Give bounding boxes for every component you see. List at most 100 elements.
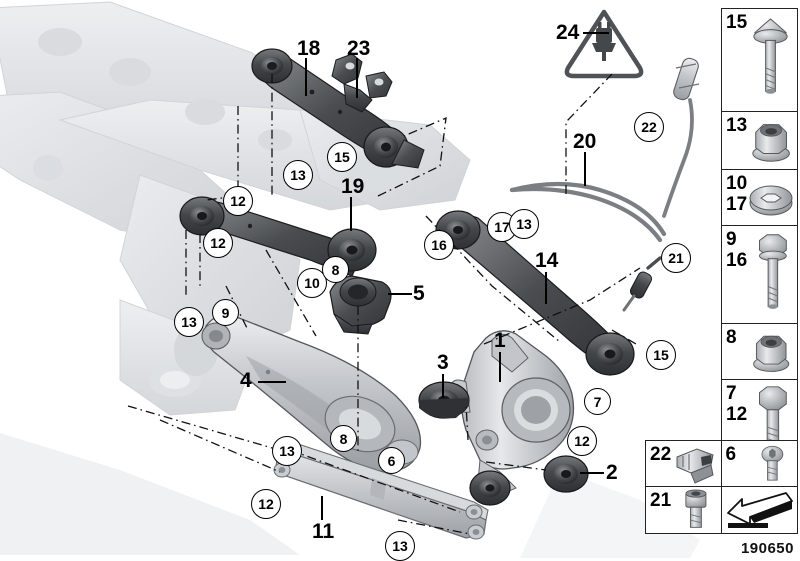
leader-line-24: [583, 32, 609, 34]
legend-label: 9: [726, 229, 737, 250]
cable-clip-icon: [672, 442, 720, 485]
legend-box-21[interactable]: 21: [645, 487, 722, 534]
legend-label: 21: [650, 490, 672, 511]
part-20-sensor-cable: [509, 181, 667, 243]
part-21-sensor-plug: [622, 256, 662, 312]
legend-box-13[interactable]: 13: [721, 112, 798, 170]
circled-callout-8: 8: [322, 256, 349, 283]
flange-bolt-long-icon: [747, 9, 795, 111]
direction-arrow-icon: [724, 488, 796, 532]
legend-box-labels: 8: [726, 327, 737, 348]
circled-callout-12: 12: [567, 426, 597, 456]
parts-legend-subgrid: 22 6 21: [645, 440, 798, 534]
callout-number-4: 4: [240, 369, 252, 392]
part-23-bracket: [331, 53, 393, 113]
circled-callout-12: 12: [223, 186, 253, 216]
legend-label: 8: [726, 327, 737, 348]
legend-box-6[interactable]: 6: [721, 440, 798, 487]
callout-number-18: 18: [297, 37, 321, 60]
part-lower-bushing-left: [469, 470, 511, 506]
hex-bolt-long-icon: [747, 380, 795, 475]
callout-number-14: 14: [535, 249, 559, 272]
electrical-plug-icon: [592, 22, 616, 61]
circled-callout-13: 13: [174, 307, 204, 337]
legend-label: 16: [726, 250, 748, 271]
legend-box-direction-arrow[interactable]: [721, 487, 798, 534]
leader-line-14: [545, 272, 547, 304]
legend-box-labels: 6: [726, 445, 737, 464]
callout-number-1: 1: [494, 329, 506, 352]
callout-number-23: 23: [347, 37, 371, 60]
legend-label: 6: [725, 444, 737, 465]
legend-box-labels: 22: [650, 445, 671, 464]
hex-flange-bolt-icon: [747, 226, 795, 323]
circled-callout-12: 12: [203, 228, 233, 258]
leader-line-2: [580, 472, 604, 474]
legend-label: 12: [726, 404, 748, 425]
torx-bolt-short-icon: [748, 442, 796, 485]
callout-number-5: 5: [413, 282, 425, 305]
callout-number-20: 20: [573, 130, 597, 153]
leader-line-3: [442, 374, 444, 398]
circled-callout-21: 21: [661, 243, 691, 273]
legend-box-22[interactable]: 22: [645, 440, 722, 487]
legend-label: 22: [650, 444, 672, 465]
legend-label: 10: [726, 173, 748, 194]
circled-callout-13: 13: [385, 531, 415, 561]
legend-box-15[interactable]: 15: [721, 8, 798, 112]
circled-callout-9: 9: [212, 299, 239, 326]
diagram-id: 190650: [740, 540, 794, 557]
legend-label: 13: [726, 115, 748, 136]
circled-callout-15: 15: [646, 340, 676, 370]
part-18-upper-arm: [251, 48, 425, 169]
leader-line-5: [388, 293, 412, 295]
leader-line-23: [356, 58, 358, 98]
legend-box-labels: 15: [726, 12, 747, 33]
legend-box-labels: 13: [726, 115, 747, 136]
flange-nut-icon: [747, 112, 795, 169]
callout-number-24: 24: [556, 21, 580, 44]
leader-line-20: [584, 152, 586, 186]
callout-number-2: 2: [606, 461, 618, 484]
legend-box-labels: 21: [650, 491, 671, 510]
flange-nut-icon: [747, 324, 795, 379]
circled-callout-12: 12: [251, 489, 281, 519]
circled-callout-13: 13: [283, 160, 313, 190]
circled-callout-8: 8: [330, 425, 357, 452]
part-24-warning-triangle: [564, 9, 644, 79]
part-3-bushing: [418, 381, 470, 419]
circled-callout-15: 15: [327, 142, 357, 172]
part-19-camber-arm: [179, 196, 377, 277]
leader-line-18: [305, 58, 307, 96]
legend-box-8[interactable]: 8: [721, 324, 798, 380]
circled-callout-7: 7: [584, 388, 611, 415]
leader-line-11: [321, 496, 323, 520]
washer-disc-icon: [747, 170, 795, 225]
callout-number-3: 3: [437, 351, 449, 374]
socket-head-bolt-icon: [672, 488, 720, 532]
callout-number-11: 11: [312, 520, 335, 543]
reference-lines: [127, 73, 641, 535]
part-2-bushing: [543, 455, 589, 493]
circled-callout-16: 16: [424, 230, 454, 260]
circled-callout-22: 22: [634, 112, 664, 142]
legend-label: 17: [726, 194, 748, 215]
circled-callout-13: 13: [509, 209, 539, 239]
legend-label: 7: [726, 383, 737, 404]
callout-number-19: 19: [341, 175, 365, 198]
circled-callout-13: 13: [272, 436, 302, 466]
part-14-toe-link: [435, 210, 635, 376]
part-5-bushing-mount: [329, 275, 392, 335]
leader-line-1: [499, 352, 501, 382]
part-22-cable-connector: [662, 57, 700, 218]
leader-line-4: [258, 381, 286, 383]
legend-label: 15: [726, 12, 748, 33]
circled-callout-6: 6: [378, 447, 405, 474]
